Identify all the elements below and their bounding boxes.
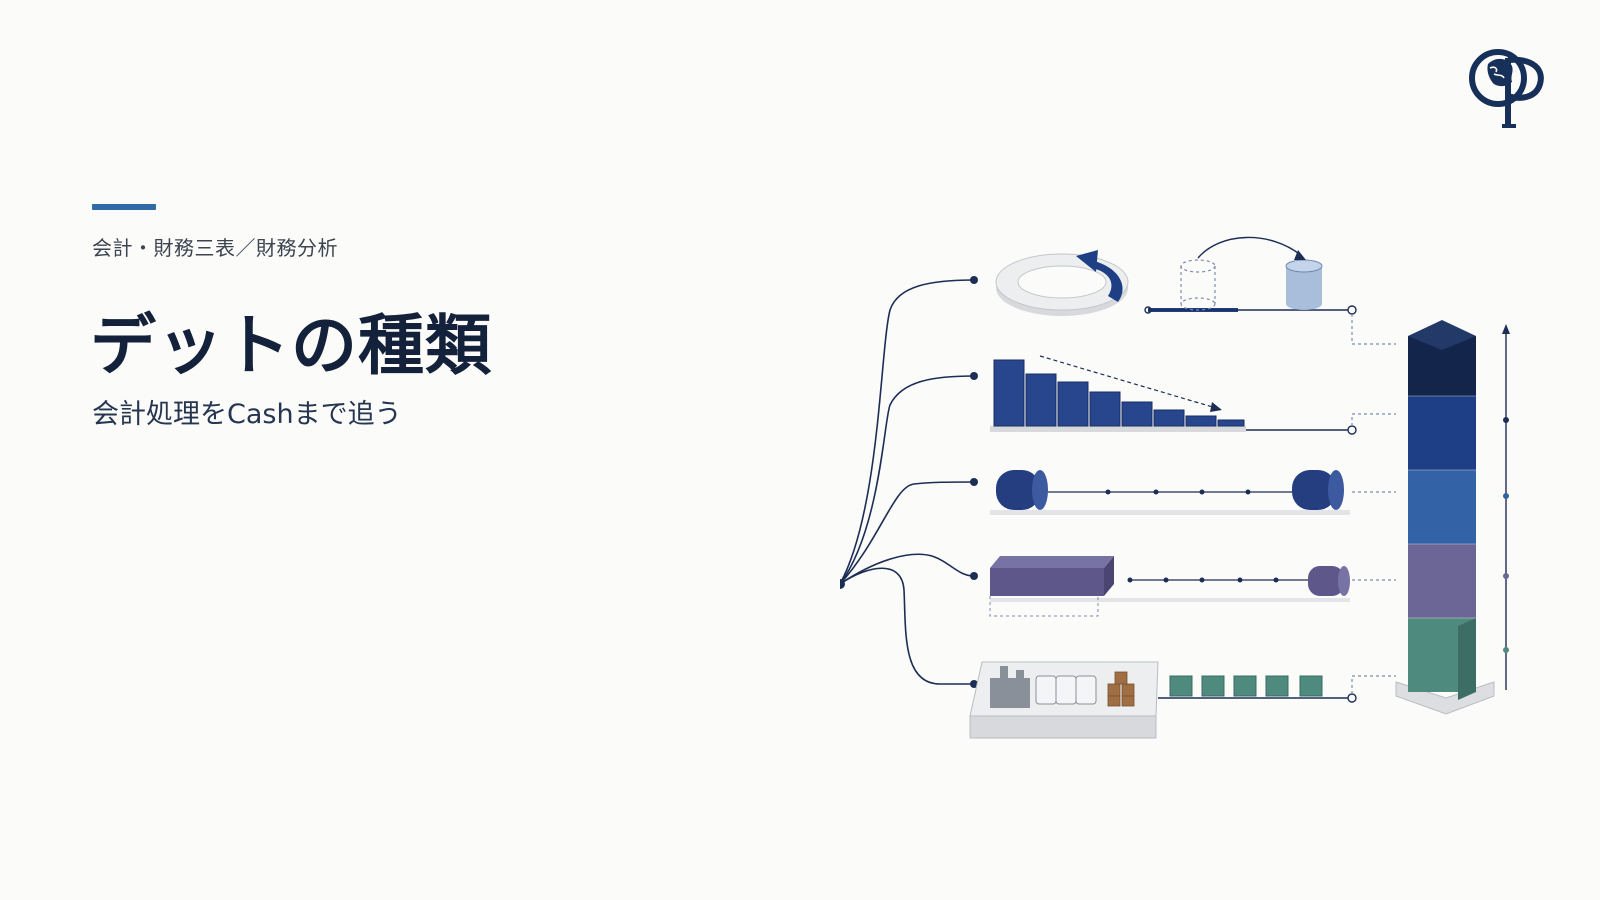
branch-nodes — [840, 276, 978, 688]
bullet-bond-icon — [990, 470, 1350, 515]
debt-types-illustration — [840, 236, 1510, 739]
mezzanine-note-icon — [989, 556, 1350, 617]
accent-bar — [92, 204, 156, 210]
capital-stack-icon — [1395, 320, 1510, 715]
branch-connectors — [840, 279, 975, 685]
lion-op-monogram-icon — [1469, 49, 1544, 128]
stack-connectors — [1351, 314, 1396, 694]
category-label: 会計・財務三表／財務分析 — [92, 236, 338, 260]
slide-subtitle: 会計処理をCashまで追う — [92, 399, 402, 430]
amortizing-loan-icon — [990, 355, 1357, 435]
asset-backed-lending-icon — [969, 661, 1357, 739]
slide-title: デットの種類 — [90, 307, 492, 384]
revolving-credit-icon — [995, 236, 1357, 316]
